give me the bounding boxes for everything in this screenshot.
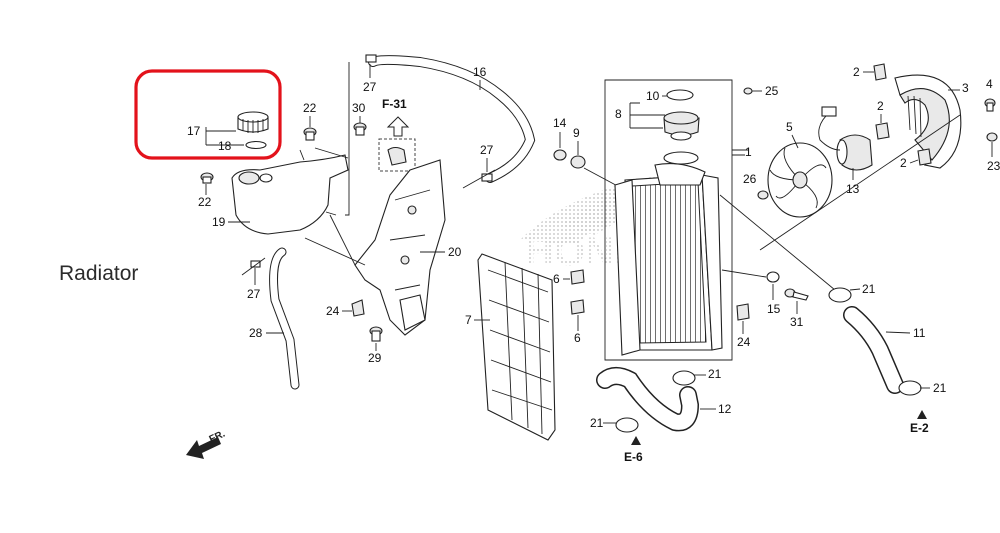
bolt-22-left [200,172,214,184]
fan-motor-part [818,106,873,171]
o-ring-part [245,140,267,150]
radiator-grille-part [477,253,556,441]
screw-25 [743,87,753,95]
callout-17: 17 [187,124,201,138]
callout-9: 9 [573,126,580,140]
callout-15: 15 [767,302,781,316]
callout-3: 3 [962,81,969,95]
callout-2-b: 2 [877,99,884,113]
reference-e6: E-6 [624,450,643,464]
bolt-4 [984,98,996,112]
callout-21-right: 21 [933,381,947,395]
clip-27-top [365,54,377,63]
callout-7: 7 [465,313,472,327]
radiator-cap-part [663,111,700,141]
callout-30: 30 [352,101,366,115]
cooling-fan-part [767,142,833,218]
callout-22-left: 22 [198,195,212,209]
grommet-14 [553,149,567,161]
clip-24-left [351,299,365,317]
bolt-29 [369,326,383,342]
clamp-21-right [898,380,922,396]
front-direction-arrow-icon [186,437,221,459]
callout-27-left: 27 [247,287,261,301]
callout-21-upper: 21 [862,282,876,296]
callout-19: 19 [212,215,226,229]
callout-31: 31 [790,315,804,329]
callout-10: 10 [646,89,660,103]
callout-14: 14 [553,116,567,130]
callout-25: 25 [765,84,779,98]
callout-21-lower: 21 [590,416,604,430]
up-arrow-icon [386,116,410,137]
washer-15 [766,271,780,283]
front-direction-label: FR. [208,429,227,446]
bolt-22-top [303,127,317,141]
callout-4: 4 [986,77,993,91]
callout-5: 5 [786,120,793,134]
clamp-21-lower [615,417,639,433]
callout-29: 29 [368,351,382,365]
callout-26: 26 [743,172,757,186]
filler-neck-part [663,151,699,165]
clip-27-right [481,173,493,182]
clip-2-b [875,122,890,140]
clip-2-a [873,63,887,81]
callout-1: 1 [745,145,752,159]
callout-6-upper: 6 [553,272,560,286]
bolt-23 [986,132,998,142]
bolt-30 [353,122,367,136]
callout-12: 12 [718,402,732,416]
bolt-31 [784,288,809,301]
radiator-core-part [614,163,723,356]
callout-16: 16 [473,65,487,79]
callout-28: 28 [249,326,263,340]
clamp-21-mid [672,370,696,386]
callout-2-c: 2 [900,156,907,170]
clip-27-left [250,260,261,268]
callout-24-right: 24 [737,335,751,349]
callout-27-right: 27 [480,143,494,157]
grommet-9 [570,155,586,169]
callout-23: 23 [987,159,1000,173]
callout-18: 18 [218,139,232,153]
clip-24-right [736,303,750,321]
cushion-6-upper [570,269,585,285]
filler-cap-part [237,111,269,133]
gasket-part [666,89,694,101]
callout-22-top: 22 [303,101,317,115]
highlight-box [134,69,282,160]
nut-26 [757,190,769,200]
callout-8: 8 [615,107,622,121]
radiator-bracket-part [354,159,446,336]
callout-24-left: 24 [326,304,340,318]
callout-2-a: 2 [853,65,860,79]
callout-27-top: 27 [363,80,377,94]
arrow-e6-icon [631,436,641,445]
callout-11: 11 [913,326,926,340]
reference-e2: E-2 [910,421,929,435]
clip-2-c [917,148,932,166]
reference-f31: F-31 [382,97,407,111]
callout-6-lower: 6 [574,331,581,345]
reference-box [378,138,416,172]
reserve-tank-part [231,147,349,235]
page-title: Radiator [59,262,139,285]
cushion-6-lower [570,299,585,315]
fan-shroud-part [894,74,962,169]
callout-21-mid: 21 [708,367,722,381]
callout-20: 20 [448,245,462,259]
clamp-21-upper [828,287,852,303]
arrow-e2-icon [917,410,927,419]
